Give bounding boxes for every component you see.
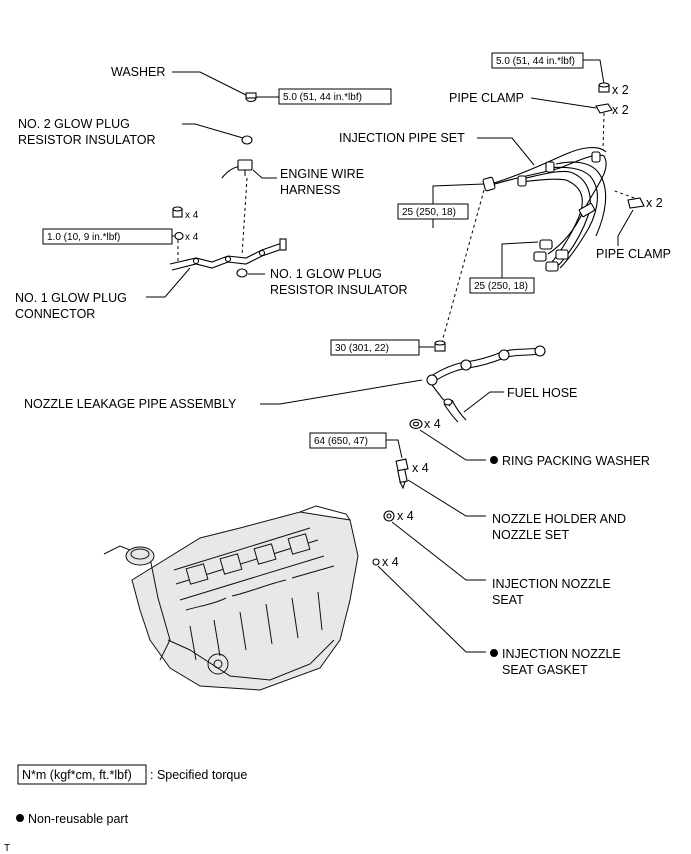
fuel-hose-leader [463, 391, 504, 413]
glow-nut-upper [172, 206, 183, 218]
washer-torque-box [278, 88, 392, 105]
glow-nut-upper-qty: x 4 [185, 210, 199, 221]
glow-connector-label-line2: CONNECTOR [15, 307, 95, 321]
leakage-pipe-nut [434, 340, 446, 352]
glow-connector-torque-text: 1.0 (10, 9 in.*lbf) [47, 232, 120, 243]
pipe-clamp-right-qty: x 2 [646, 196, 663, 210]
glow-insulator-1-label-line2: RESISTOR INSULATOR [270, 283, 408, 297]
nozzle-holder-torque-text: 64 (650, 47) [314, 436, 368, 447]
injection-pipe-set-label: INJECTION PIPE SET [339, 131, 465, 145]
glow-nut-lower-qty: x 4 [185, 232, 199, 243]
ring-packing-washer [409, 418, 423, 430]
injection-nozzle-seat-label-line1: INJECTION NOZZLE [492, 577, 611, 591]
engine-block-illustration [103, 505, 359, 691]
injection-nozzle-gasket-label-line2: SEAT GASKET [502, 663, 588, 677]
pipe-clamp-top-leader [530, 97, 597, 109]
legend-torque-box-text: N*m (kgf*cm, ft.*lbf) [22, 768, 132, 782]
nozzle-holder-leader [407, 479, 486, 517]
pipe-clamp-top-label: PIPE CLAMP [449, 91, 524, 105]
non-reusable-mark-ring [490, 456, 498, 464]
pipe-clamp-right-leader [617, 209, 634, 246]
injection-pipe-right-torque-text: 25 (250, 18) [474, 281, 528, 292]
pipe-clamp-top-qty: x 2 [612, 103, 629, 117]
legend-non-reusable-text: Non-reusable part [28, 812, 129, 826]
engine-wire-label-line1: ENGINE WIRE [280, 167, 364, 181]
washer-torque-text: 5.0 (51, 44 in.*lbf) [283, 92, 362, 103]
injection-pipe-set-leader [477, 137, 535, 166]
washer-nut [245, 92, 257, 103]
glow-connector-label-line1: NO. 1 GLOW PLUG [15, 291, 127, 305]
injection-nozzle-seat-qty: x 4 [397, 509, 414, 523]
leakage-pipe-torque-text: 30 (301, 22) [335, 343, 389, 354]
legend-torque-box [17, 764, 147, 785]
glow-insulator-2-label-line1: NO. 2 GLOW PLUG [18, 117, 130, 131]
nozzle-holder-qty: x 4 [412, 461, 429, 475]
glow-insulator-2-leader [182, 123, 244, 139]
injection-pipe-right-torque-box [469, 277, 535, 294]
fuel-hose-label: FUEL HOSE [507, 386, 577, 400]
legend-torque-text: : Specified torque [150, 768, 247, 782]
pipe-clamp-nut-qty: x 2 [612, 83, 629, 97]
engine-wire-harness [221, 159, 253, 179]
injection-nozzle-seat-label-line2: SEAT [492, 593, 524, 607]
nozzle-holder [395, 458, 409, 490]
pipe-clamp-right-label: PIPE CLAMP [596, 247, 671, 261]
pipe-clamp-nut [598, 82, 610, 93]
fuel-hose [443, 398, 467, 423]
injection-nozzle-seat-gasket [372, 558, 380, 566]
ring-packing-washer-qty: x 4 [424, 417, 441, 431]
pipe-clamp-right [627, 197, 645, 209]
non-reusable-mark-gasket [490, 649, 498, 657]
engine-wire-leader [252, 169, 277, 179]
footer-mark: T [4, 843, 10, 854]
glow-plug-connector [169, 238, 287, 271]
glow-insulator-1 [236, 268, 248, 278]
injection-pipe-left-torque-text: 25 (250, 18) [402, 207, 456, 218]
pipe-clamp-torque-text: 5.0 (51, 44 in.*lbf) [496, 56, 575, 67]
leakage-pipe-leader [260, 379, 423, 405]
glow-nut-lower [174, 231, 184, 241]
glow-connector-leader [146, 267, 191, 298]
ring-packing-washer-label: RING PACKING WASHER [502, 454, 650, 468]
legend-non-reusable-mark [16, 814, 24, 822]
glow-insulator-2-label-line2: RESISTOR INSULATOR [18, 133, 156, 147]
engine-wire-label-line2: HARNESS [280, 183, 340, 197]
injection-nozzle-gasket-leader [377, 565, 486, 653]
glow-insulator-2 [241, 135, 253, 145]
injection-nozzle-seat-leader [391, 521, 486, 581]
washer-leader [172, 71, 249, 97]
injection-nozzle-gasket-label-line1: INJECTION NOZZLE [502, 647, 621, 661]
nozzle-holder-label-line2: NOZZLE SET [492, 528, 569, 542]
glow-insulator-1-label-line1: NO. 1 GLOW PLUG [270, 267, 382, 281]
nozzle-holder-label-line1: NOZZLE HOLDER AND [492, 512, 626, 526]
injection-nozzle-seat [383, 510, 395, 522]
injection-pipe-set [482, 146, 607, 272]
injection-nozzle-gasket-qty: x 4 [382, 555, 399, 569]
harness-dashed-line [241, 177, 248, 257]
washer-label: WASHER [111, 65, 165, 79]
nozzle-leakage-pipe-assembly [426, 345, 546, 407]
pipe-clamp-top [595, 103, 613, 114]
ring-packing-washer-leader [419, 429, 486, 461]
nozzle-leakage-pipe-label: NOZZLE LEAKAGE PIPE ASSEMBLY [24, 397, 237, 411]
pipe-dashed-line [441, 189, 485, 343]
injection-pipe-left-torque-box [397, 203, 469, 220]
